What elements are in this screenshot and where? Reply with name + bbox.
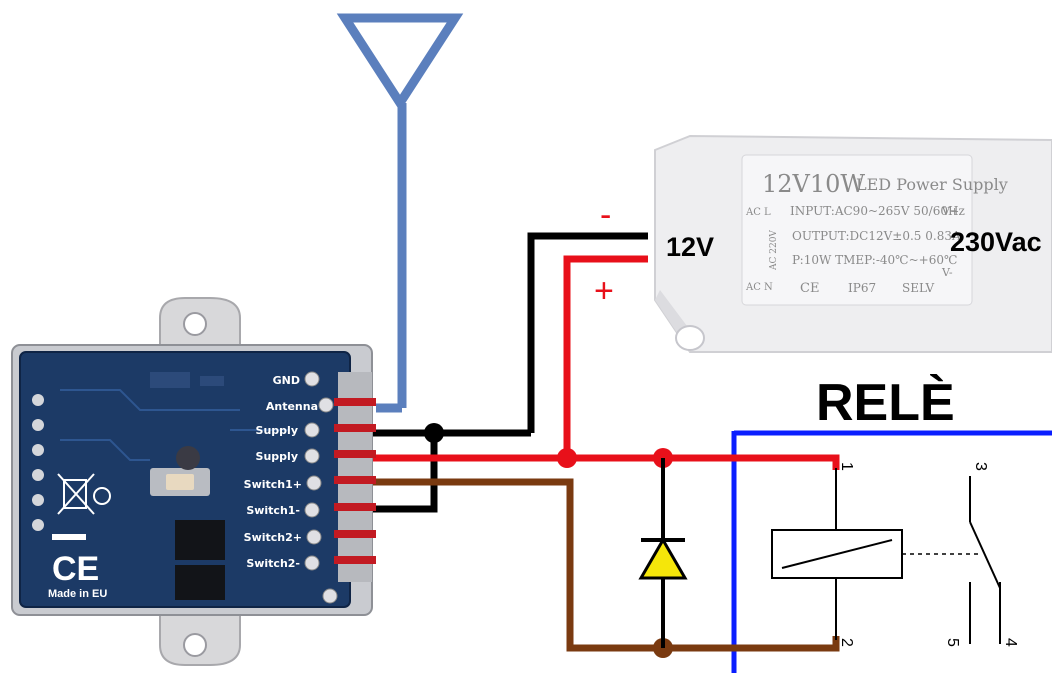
relay-box <box>731 430 1052 673</box>
module-ce-mark: CE <box>52 550 99 588</box>
psu-title: 12V10W <box>762 170 865 198</box>
psu-ac-rating: AC 220V <box>769 230 779 271</box>
psu-v-minus: V- <box>941 266 953 279</box>
pin-label-switch2-plus: Switch2+ <box>244 531 302 544</box>
relay-terminal-3: 3 <box>972 462 989 471</box>
psu-230vac-label: 230Vac <box>950 227 1042 257</box>
psu-input: INPUT:AC90~265V 50/60Hz <box>790 204 965 218</box>
weee-bin-icon <box>57 473 95 515</box>
psu-selv: SELV <box>902 281 935 295</box>
relay-contacts <box>969 476 1001 644</box>
switch-wire <box>373 478 840 658</box>
psu-ac-n: AC N <box>745 282 773 293</box>
pin-label-switch1-plus: Switch1+ <box>244 478 302 491</box>
power-supply: 12V10W LED Power Supply AC L INPUT:AC90~… <box>654 134 1052 353</box>
pin-label-switch2-minus: Switch2- <box>246 557 300 570</box>
minus-sign: - <box>600 196 611 234</box>
pin-pads <box>304 371 338 604</box>
negative-wire <box>373 423 531 513</box>
recycle-icon <box>93 487 111 505</box>
antenna-symbol <box>336 13 464 413</box>
psu-negative-wire <box>527 232 648 433</box>
wireless-module: CE Made in EU GND Antenna Supply Supply … <box>11 297 376 666</box>
pin-label-gnd: GND <box>273 374 300 387</box>
psu-ce: CE <box>800 281 819 296</box>
relay-terminal-4: 4 <box>1002 638 1019 647</box>
psu-output: OUTPUT:DC12V±0.5 0.83A <box>792 229 961 243</box>
psu-positive-wire <box>563 255 648 458</box>
plus-sign: + <box>594 272 614 310</box>
pin-label-supply-2: Supply <box>256 450 298 463</box>
pin-label-switch1-minus: Switch1- <box>246 504 300 517</box>
relay-terminal-2: 2 <box>838 638 855 647</box>
relay-coil <box>771 468 982 640</box>
psu-power: P:10W TMEP:-40℃~+60℃ <box>792 253 957 267</box>
module-made-in: Made in EU <box>48 588 107 600</box>
psu-ac-l: AC L <box>745 207 771 218</box>
psu-v-plus: V+ <box>941 205 959 218</box>
pin-label-antenna: Antenna <box>266 400 318 413</box>
relay-title: RELÈ <box>816 374 955 432</box>
pin-label-supply-1: Supply <box>256 424 298 437</box>
relay-terminal-1: 1 <box>838 462 855 471</box>
flyback-diode <box>638 458 688 648</box>
terminal-block <box>334 372 376 582</box>
psu-12v-label: 12V <box>666 232 714 262</box>
relay-terminal-5: 5 <box>944 638 961 647</box>
psu-ip: IP67 <box>848 281 876 295</box>
psu-subtitle: LED Power Supply <box>856 175 1008 194</box>
positive-wire <box>373 448 840 470</box>
